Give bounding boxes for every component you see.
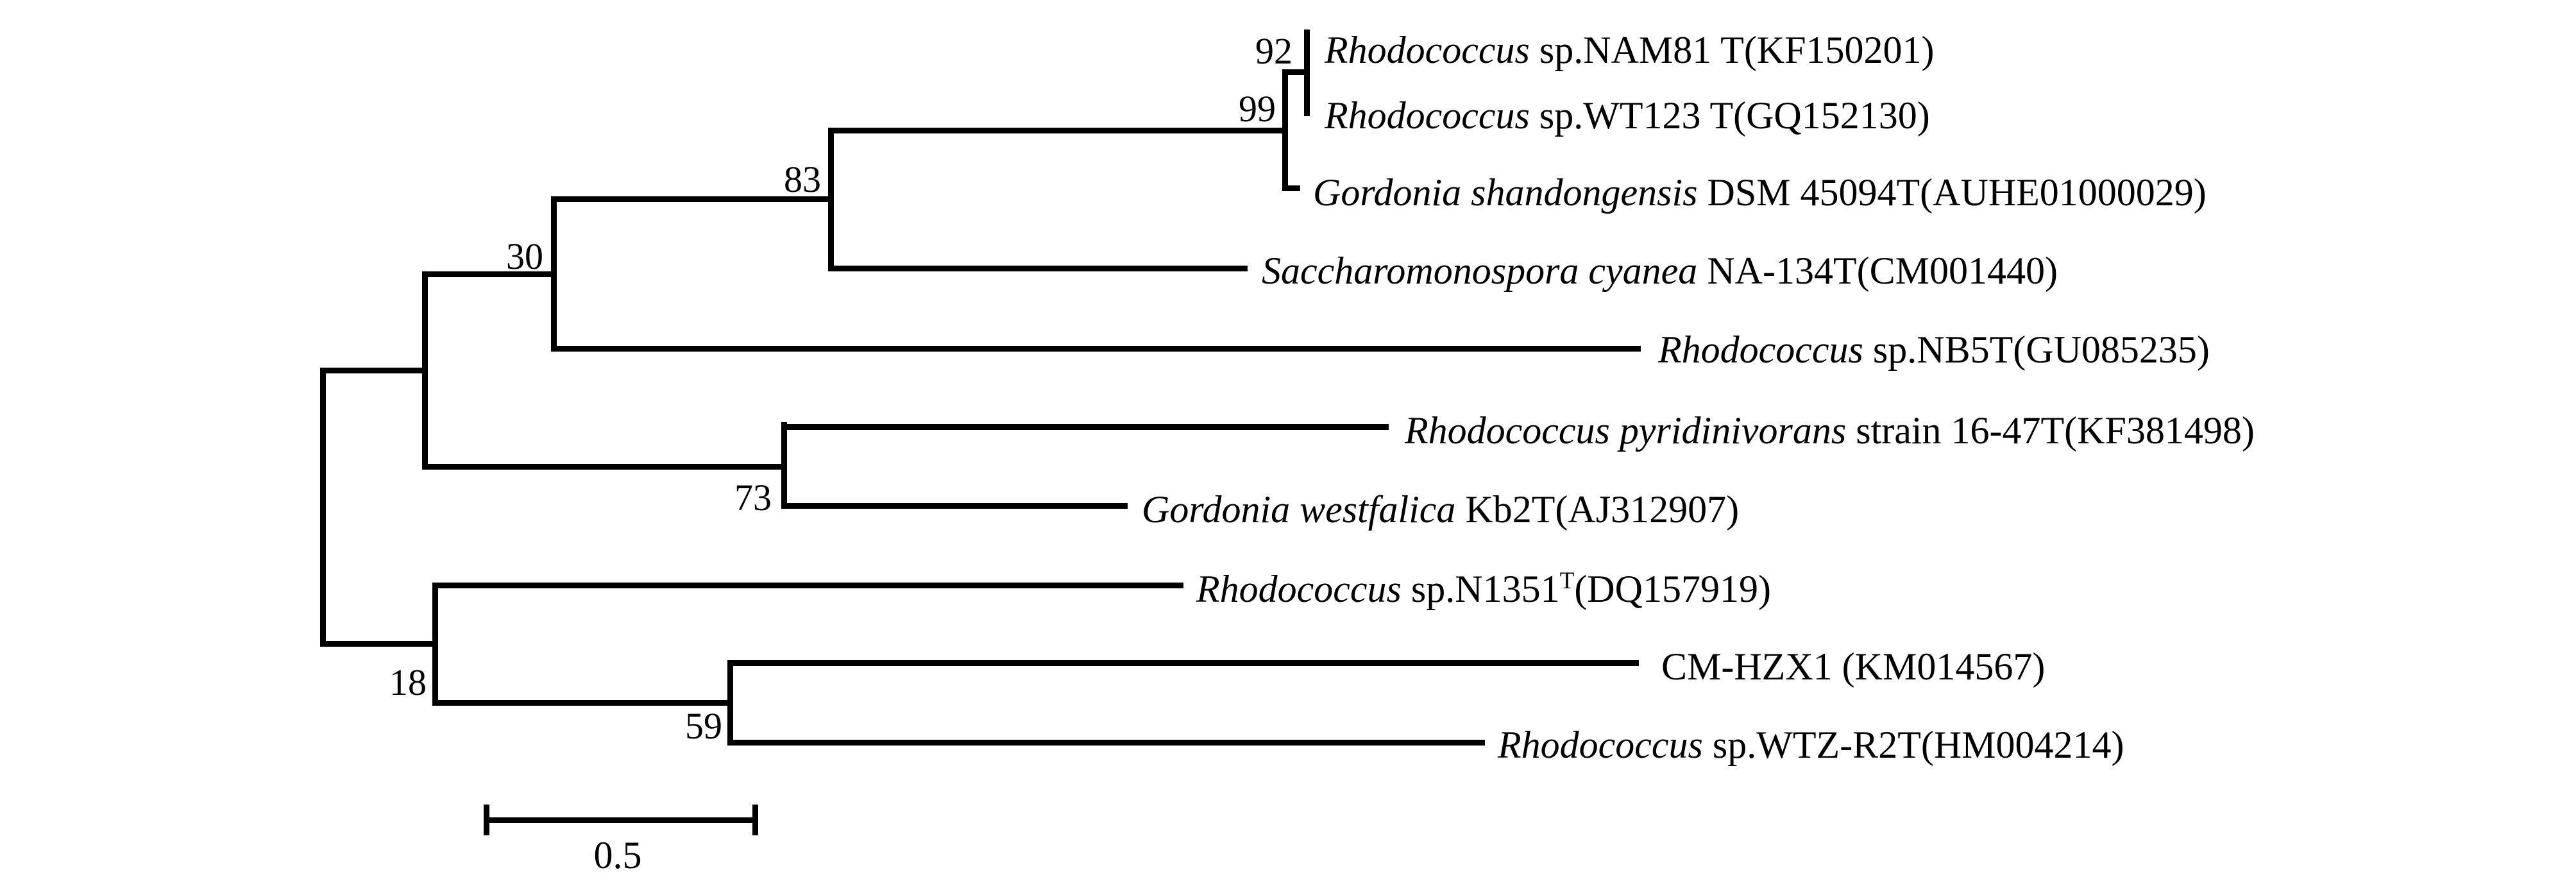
bootstrap-value: 59 [685, 705, 722, 747]
bootstrap-value: 92 [1255, 30, 1292, 72]
tree-branch-horizontal [827, 265, 1248, 271]
taxon-label-segment: T [1559, 567, 1575, 594]
tree-branch-horizontal [432, 699, 733, 706]
tree-branch-horizontal [421, 271, 557, 277]
taxon-label-segment: (DQ157919) [1574, 567, 1771, 610]
tree-branch-horizontal [781, 423, 1389, 430]
taxon-label: Rhodococcus sp.NAM81 T(KF150201) [1325, 31, 1935, 69]
bootstrap-value: 83 [784, 158, 821, 200]
bootstrap-value: 73 [734, 477, 772, 518]
tree-branch-horizontal [550, 345, 1641, 352]
tree-branch-horizontal [781, 502, 1128, 509]
taxon-label: Rhodococcus sp.NB5T(GU085235) [1658, 330, 2210, 369]
taxon-label-segment: Rhodococcus [1325, 94, 1530, 137]
taxon-label-segment: sp.WTZ-R2T(HM004214) [1702, 723, 2124, 766]
taxon-label-segment: sp.NB5T(GU085235) [1863, 328, 2210, 371]
taxon-label-segment: Kb2T(AJ312907) [1455, 488, 1740, 531]
taxon-label-segment: sp.NAM81 T(KF150201) [1529, 28, 1935, 71]
tree-branch-horizontal [727, 739, 1485, 746]
taxon-label-segment: Rhodococcus [1498, 723, 1703, 766]
taxon-label-segment: CM-HZX1 (KM014567) [1661, 645, 2046, 688]
taxon-label: Gordonia westfalica Kb2T(AJ312907) [1142, 490, 1739, 529]
taxon-label-segment: sp.WT123 T(GQ152130) [1529, 94, 1930, 137]
taxon-label-segment: sp.N1351 [1401, 567, 1560, 610]
taxon-label-segment: Rhodococcus [1658, 328, 1863, 371]
tree-branch-horizontal [432, 582, 1183, 588]
taxon-label-segment: Saccharomonospora cyanea [1262, 249, 1698, 292]
tree-branch-horizontal [319, 367, 428, 373]
taxon-label-segment: NA-134T(CM001440) [1697, 249, 2058, 292]
taxon-label: Rhodococcus sp.WT123 T(GQ152130) [1325, 96, 1930, 135]
taxon-label-segment: strain 16-47T(KF381498) [1846, 409, 2255, 452]
tree-branch-horizontal [827, 127, 1288, 133]
taxon-label-segment: Gordonia shandongensis [1313, 171, 1698, 214]
tree-branch-vertical [319, 367, 326, 647]
tree-branch-horizontal [550, 196, 834, 202]
taxon-label-segment: Rhodococcus [1325, 28, 1530, 71]
bootstrap-value: 99 [1239, 88, 1276, 130]
taxon-label: Rhodococcus sp.WTZ-R2T(HM004214) [1498, 726, 2124, 764]
tree-branch-horizontal [421, 463, 787, 470]
taxon-label-segment: Rhodococcus [1196, 567, 1402, 610]
tree-branch-horizontal [727, 660, 1639, 666]
scale-bar-line [483, 817, 758, 823]
taxon-label: Rhodococcus pyridinivorans strain 16-47T… [1405, 411, 2255, 450]
taxon-label: CM-HZX1 (KM014567) [1661, 647, 2045, 686]
tree-branch-horizontal [1282, 69, 1310, 75]
tree-branch-horizontal [319, 640, 438, 647]
taxon-label: Saccharomonospora cyanea NA-134T(CM00144… [1262, 251, 2058, 290]
taxon-label-segment: DSM 45094T(AUHE01000029) [1697, 171, 2207, 214]
scale-bar-left-tick [483, 805, 489, 835]
taxon-label: Rhodococcus sp.N1351T(DQ157919) [1196, 567, 1771, 610]
bootstrap-value: 18 [389, 661, 427, 703]
scale-bar-label: 0.5 [593, 834, 642, 876]
bootstrap-value: 30 [506, 235, 543, 277]
taxon-label-segment: Rhodococcus pyridinivorans [1405, 409, 1847, 452]
tree-branch-horizontal [1282, 185, 1300, 191]
taxon-label: Gordonia shandongensis DSM 45094T(AUHE01… [1313, 173, 2207, 212]
taxon-label-segment: Gordonia westfalica [1142, 488, 1456, 531]
scale-bar-right-tick [752, 805, 758, 835]
